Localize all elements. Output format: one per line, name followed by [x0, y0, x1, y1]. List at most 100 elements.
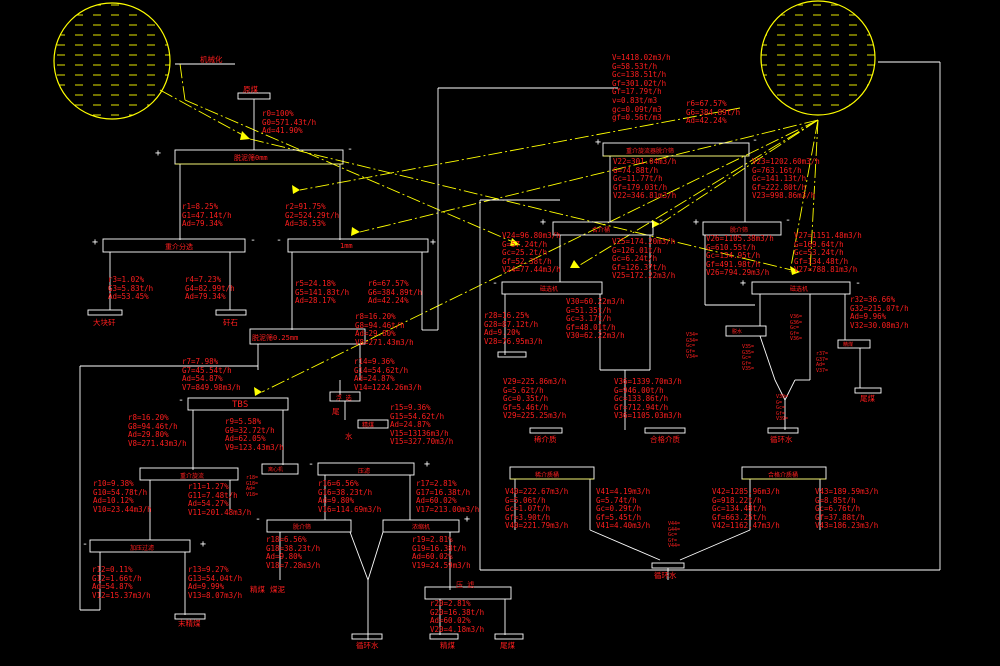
stream-v24: V24=96.80m3/h G=57.24t/h Gc=25.2t/h Gf=5… — [502, 231, 561, 275]
stream-r4: r4=7.23% G4=82.99t/h Ad=79.34% — [185, 275, 235, 302]
box-c3-title: 浓缩机 — [412, 524, 431, 531]
stream-v36: V36=1339.70m3/h G=946.00t/h Gc=133.86t/h… — [614, 377, 682, 421]
plus-sign: + — [430, 237, 437, 248]
box-rb2-title: 合格介质桶 — [768, 472, 799, 479]
product-b3: 精煤 — [440, 641, 455, 650]
box-accents — [175, 155, 826, 480]
stream-r32: r32=36.66% G32=215.07t/h Ad=9.96% V32=30… — [850, 295, 909, 330]
plus-sign: + — [464, 514, 471, 525]
stream-r11: r11=1.27% G11=7.48t/h Ad=54.27% V11=201.… — [188, 482, 252, 517]
thickener-right — [760, 0, 876, 116]
box-b1-title: 压 滤 — [456, 581, 475, 589]
minus-sign: - — [250, 235, 257, 246]
tiny-bottom: V44= G44= Gc= Gf= V44= — [668, 521, 681, 550]
plus-sign: + — [540, 217, 547, 228]
product-b4: 尾煤 — [500, 641, 515, 650]
stream-r7: r7=7.98% G7=45.54t/h Ad=54.87% V7=849.98… — [182, 357, 241, 392]
product-tl1: 大块矸 — [93, 318, 116, 327]
stream-r28: r28=16.25% G28=87.12t/h Ad=9.20% V28=76.… — [484, 311, 543, 346]
stream-r19: r19=2.81% G19=16.38t/h Ad=60.02% V19=24.… — [412, 535, 471, 570]
stream-r8-top: r8=16.20% G8=94.46t/h Ad=29.80% V8=271.4… — [355, 312, 414, 347]
stream-r16: r16=6.56% G16=38.23t/h Ad=9.80% V16=114.… — [318, 479, 382, 514]
product-bottom: 循环水 — [654, 571, 677, 580]
minus-sign: - — [658, 215, 665, 226]
tail-a: 尾 — [332, 407, 340, 416]
tiny-left-block: r18= G18= Ad= V18= — [246, 475, 259, 498]
plus-sign: + — [155, 148, 162, 159]
product-b1: 精煤 — [250, 585, 265, 594]
box-c2-title: 脱介筛 — [293, 524, 312, 531]
stream-r5: r5=24.18% G5=141.83t/h Ad=28.17% — [295, 279, 350, 306]
stream-r13: r13=9.27% G13=54.04t/h Ad=9.99% V13=8.07… — [188, 565, 243, 600]
stream-r12: r12=0.11% G12=1.66t/h Ad=54.87% V12=15.3… — [92, 565, 151, 600]
minus-sign: - — [855, 278, 862, 289]
tail-b: 水 — [345, 432, 353, 441]
right-top-block: V=1418.02m3/h G=58.53t/h Gc=138.51t/h Gf… — [612, 53, 671, 123]
plus-sign: + — [92, 237, 99, 248]
box-r1-title: 重介旋流器脱介筛 — [626, 148, 675, 155]
stream-r2: r2=91.75% G2=524.29t/h Ad=36.53% — [285, 202, 340, 229]
product-bl: 末精煤 — [178, 619, 201, 628]
minus-sign: - — [785, 215, 792, 226]
minus-sign: - — [276, 235, 283, 246]
stream-v41: V41=4.19m3/h G=5.74t/h Gc=0.29t/h Gf=5.4… — [596, 487, 651, 531]
stream-r8: r8=16.20% G8=94.46t/h Ad=29.80% V8=271.4… — [128, 413, 187, 448]
minus-sign: - — [82, 539, 89, 550]
stream-v42: V42=1285.96m3/h G=918.22t/h Gc=134.48t/h… — [712, 487, 780, 531]
stream-v43: V43=189.59m3/h G=8.85t/h Gc=6.76t/h Gf=3… — [815, 487, 879, 531]
box-r7-title: 精煤 — [843, 342, 854, 348]
box-c1-title: 重介旋流 — [180, 473, 205, 480]
screen1-title: 脱泥筛0mm — [234, 154, 268, 162]
minus-sign: - — [255, 514, 262, 525]
plus-sign: + — [595, 137, 602, 148]
arrowheads — [240, 131, 800, 396]
stream-v39: V39= G= Gc= Gf= V39= — [776, 394, 789, 423]
box-c4-title: 加压过滤 — [130, 545, 155, 552]
box-025-title: 脱泥筛0.25mm — [252, 334, 299, 342]
raw-coal-feed: r0=100% G0=571.43t/h Ad=41.90% — [262, 109, 317, 136]
stream-v23: V23=1202.60m3/h G=763.16t/h Gc=141.13t/h… — [752, 157, 820, 201]
stream-v40: V40=222.67m3/h G=5.06t/h Gc=1.07t/h Gf=3… — [505, 487, 569, 531]
tail-right: 尾煤 — [860, 394, 875, 403]
stream-r14: r14=9.36% G14=54.62t/h Ad=24.87% V14=122… — [354, 357, 422, 392]
stream-r3: r3=1.02% G3=5.83t/h Ad=53.45% — [108, 275, 154, 302]
minus-sign: - — [752, 135, 759, 146]
minus-sign: - — [308, 459, 315, 470]
plus-sign: + — [693, 217, 700, 228]
minus-sign: - — [178, 395, 185, 406]
flow-label-topleft: 机械化 — [200, 55, 223, 64]
minus-sign: - — [492, 278, 499, 289]
box-small1-title: 离心机 — [268, 467, 284, 473]
stream-r15: r15=9.36% G15=54.62t/h Ad=24.87% V15=131… — [390, 403, 454, 447]
stream-r20: r20=2.81% G20=16.38t/h Ad=60.02% V20=4.1… — [430, 599, 485, 634]
stream-v22: V22=301.04m3/h G=74.88t/h Gc=11.77t/h Gf… — [613, 157, 677, 201]
plus-sign: + — [200, 539, 207, 550]
box-r2-title: 合介桶 — [592, 227, 611, 234]
stream-r1: r1=8.25% G1=47.14t/h Ad=79.34% — [182, 202, 232, 229]
minus-sign: - — [347, 144, 354, 155]
tiny-block-r3: V36= G36= Gc= Gf= V36= — [790, 314, 803, 343]
box-tbs-title: TBS — [232, 400, 249, 410]
stream-v29: V29=225.86m3/h G=5.62t/h Gc=0.35t/h Gf=5… — [503, 377, 567, 421]
tiny-block-r2: V35= G35= Gc= Gf= V35= — [742, 344, 755, 373]
box-r4-title: 磁选机 — [540, 286, 559, 293]
box-r5-title: 磁选机 — [790, 286, 809, 293]
tiny-block-r4: r37= G37= Ad= V37= — [816, 351, 829, 374]
tiny-block-r1: V34= G34= Gc= Gf= V34= — [686, 332, 699, 361]
flow-lines — [79, 61, 941, 640]
thickener-left — [53, 2, 171, 120]
water-return-lines — [159, 63, 819, 393]
box-r6-title: 脱水 — [732, 329, 743, 335]
stream-r17: r17=2.81% G17=16.38t/h Ad=60.02% V17=213… — [416, 479, 480, 514]
stream-v30: V30=60.22m3/h G=51.35t/h Gc=3.17t/h Gf=4… — [566, 297, 625, 341]
product-b5: 循环水 — [356, 641, 379, 650]
stream-v26: V26=1105.38m3/h G=610.55t/h Gc=134.95t/h… — [706, 234, 774, 278]
stream-r18: r18=6.56% G18=38.23t/h Ad=9.80% V18=7.28… — [266, 535, 321, 570]
box-m1-title: 浮 选 — [336, 395, 352, 402]
box-tl-title: 重介分选 — [165, 243, 193, 251]
product-r1: 稀介质 — [534, 435, 557, 444]
plus-sign: + — [424, 459, 431, 470]
stream-r10: r10=9.38% G10=54.78t/h Ad=10.12% V10=23.… — [93, 479, 152, 514]
product-r3: 循环水 — [770, 435, 793, 444]
